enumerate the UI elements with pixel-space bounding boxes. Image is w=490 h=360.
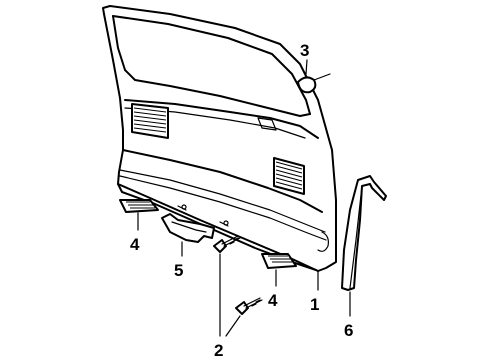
- liftgate-panel: [102, 5, 337, 272]
- callout-6: 6: [344, 321, 353, 340]
- callout-3: 3: [300, 41, 309, 60]
- callout-1: 1: [310, 295, 319, 314]
- part-4-pad-left: [119, 199, 159, 231]
- callout-4-left: 4: [130, 235, 140, 254]
- part-5-handle: [161, 213, 215, 257]
- part-3-bumper: [297, 59, 331, 94]
- vent-left: [131, 103, 169, 139]
- part-6-weatherstrip: [341, 175, 387, 317]
- part-2-screw-upper: [213, 235, 241, 253]
- part-2-screw-lower: [235, 297, 263, 315]
- callout-4-right: 4: [268, 291, 278, 310]
- callout-5: 5: [174, 261, 183, 280]
- callout-2: 2: [214, 341, 223, 360]
- vent-right: [273, 157, 305, 195]
- part-4-pad-right: [261, 253, 297, 287]
- leader-2b: [225, 315, 241, 337]
